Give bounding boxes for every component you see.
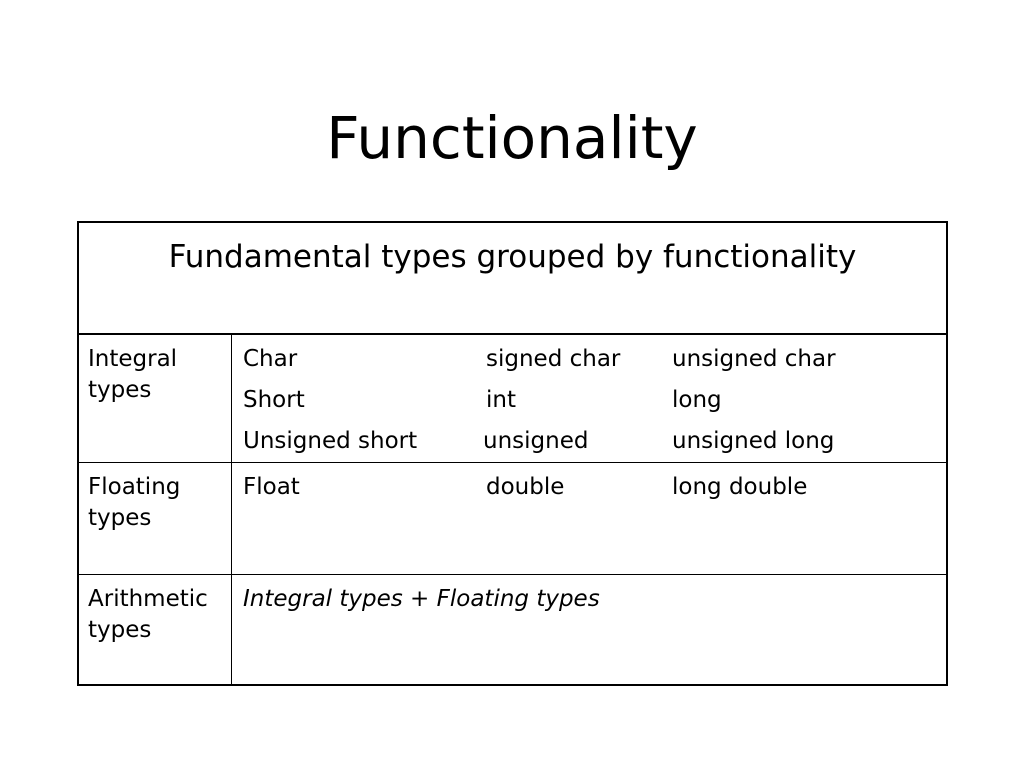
cell-type: signed char <box>486 346 621 372</box>
cell-type: Float <box>243 474 300 500</box>
cell-type: int <box>486 387 516 413</box>
cell-type: Char <box>243 346 298 372</box>
row-label-integral: Integral types <box>88 346 178 403</box>
cell-type: unsigned long <box>672 428 835 454</box>
cell-type: long double <box>672 474 808 500</box>
table-header: Fundamental types grouped by functionali… <box>79 223 946 335</box>
column-divider <box>231 335 232 684</box>
cell-type: long <box>672 387 722 413</box>
types-table: Fundamental types grouped by functionali… <box>77 221 948 686</box>
cell-type: Short <box>243 387 305 413</box>
cell-type: unsigned <box>483 428 589 454</box>
table-row-arithmetic: Arithmetic types Integral types + Floati… <box>79 575 946 684</box>
table-row-floating: Floating types Float double long double <box>79 463 946 575</box>
slide-title: Functionality <box>326 104 698 172</box>
cell-type: double <box>486 474 565 500</box>
row-label-arithmetic: Arithmetic types <box>88 586 208 643</box>
cell-type: Unsigned short <box>243 428 418 454</box>
arithmetic-definition: Integral types + Floating types <box>243 586 600 612</box>
row-label-floating: Floating types <box>88 474 181 531</box>
cell-type: unsigned char <box>672 346 836 372</box>
table-row-integral: Integral types Char signed char unsigned… <box>79 335 946 463</box>
